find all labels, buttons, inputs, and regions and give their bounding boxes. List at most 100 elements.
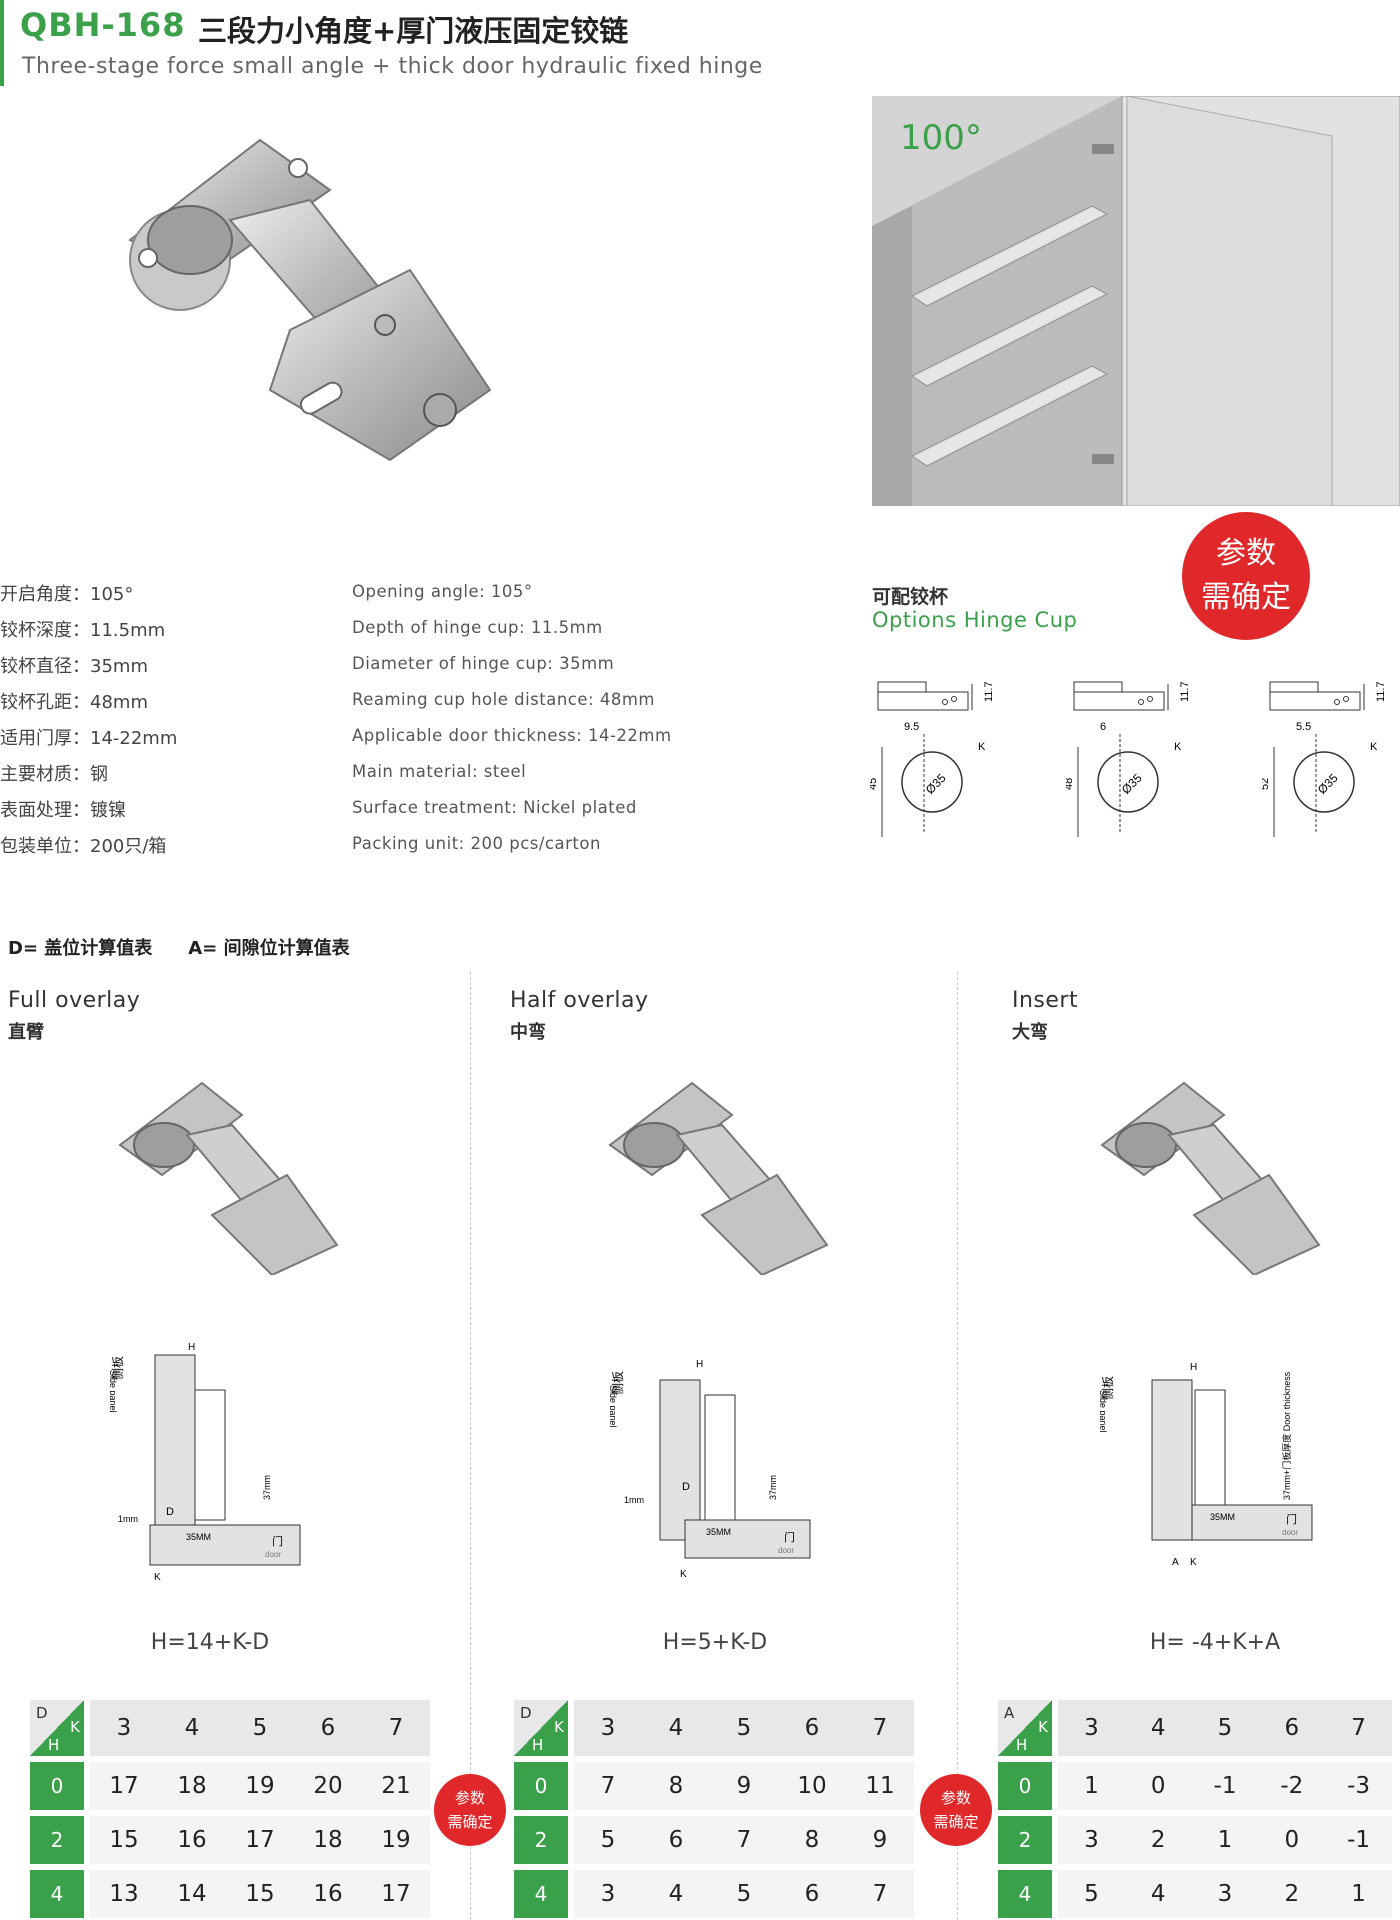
product-title-cn: 三段力小角度+厚门液压固定铰链 bbox=[198, 14, 629, 48]
spec-en: Depth of hinge cup: 11.5mm bbox=[352, 618, 603, 637]
cup-diagrams: 11.7 9.5 Ø35 K 45 11.7 6 Ø35 K 48 11.7 5… bbox=[870, 672, 1390, 852]
svg-text:Side panel: Side panel bbox=[1100, 1390, 1108, 1433]
overlay-type-en: Insert bbox=[1012, 988, 1079, 1013]
svg-text:侧板: 侧板 bbox=[1101, 1376, 1115, 1400]
overlay-type-cn: 大弯 bbox=[1012, 1022, 1048, 1043]
svg-text:门: 门 bbox=[784, 1530, 795, 1544]
svg-text:K: K bbox=[978, 741, 986, 753]
spec-cn: 铰杯深度：11.5mm bbox=[0, 620, 166, 641]
svg-text:门: 门 bbox=[1286, 1512, 1297, 1526]
svg-text:Side panel: Side panel bbox=[110, 1370, 118, 1413]
cup-options-title-cn: 可配铰杯 bbox=[872, 586, 949, 608]
half-overlay-diagram: 侧板 Side panel H D 1mm 35MM 37mm 门 door K bbox=[610, 1359, 811, 1580]
overlay-type-cn: 直臂 bbox=[8, 1022, 44, 1043]
spec-cn: 开启角度：105° bbox=[0, 584, 134, 605]
svg-text:37mm: 37mm bbox=[768, 1475, 778, 1500]
spec-cn: 适用门厚：14-22mm bbox=[0, 728, 178, 749]
svg-text:K: K bbox=[680, 1569, 687, 1580]
spec-cn: 主要材质：钢 bbox=[0, 764, 108, 785]
svg-text:门: 门 bbox=[272, 1534, 283, 1548]
hinge-product-image bbox=[128, 138, 492, 462]
svg-text:D: D bbox=[682, 1481, 690, 1493]
spec-cn: 铰杯孔距：48mm bbox=[0, 692, 148, 713]
calc-table-title: D= 盖位计算值表 A= 间隙位计算值表 bbox=[8, 938, 350, 959]
full-overlay-diagram: 侧板 Side panel H D 1mm 35MM 37mm 门 door K bbox=[110, 1342, 301, 1583]
cup-options-title-en: Options Hinge Cup bbox=[872, 608, 1078, 632]
cup-diagram-2: 11.7 6 Ø35 K 48 bbox=[1066, 681, 1191, 837]
svg-text:45: 45 bbox=[870, 778, 879, 790]
spec-en: Diameter of hinge cup: 35mm bbox=[352, 654, 615, 673]
opening-angle-label: 100° bbox=[900, 118, 982, 158]
svg-text:door: door bbox=[265, 1550, 281, 1559]
spec-cn: 包装单位：200只/箱 bbox=[0, 836, 167, 857]
svg-text:Ø35: Ø35 bbox=[1119, 771, 1145, 797]
spec-en: Opening angle: 105° bbox=[352, 582, 533, 601]
svg-text:6: 6 bbox=[1100, 721, 1106, 733]
spec-en: Applicable door thickness: 14-22mm bbox=[352, 726, 672, 745]
cup-diagram-1: 11.7 9.5 Ø35 K 45 bbox=[870, 681, 995, 837]
product-title-en: Three-stage force small angle + thick do… bbox=[22, 54, 763, 79]
full-overlay-hinge-image bbox=[118, 1081, 339, 1275]
parameter-confirm-badge-small: 参数需确定 bbox=[920, 1774, 992, 1846]
overlay-type-en: Half overlay bbox=[510, 988, 649, 1013]
cabinet-installation-image bbox=[872, 96, 1400, 506]
specs-cn-list: 开启角度：105° 铰杯深度：11.5mm 铰杯直径：35mm 铰杯孔距：48m… bbox=[0, 580, 177, 868]
svg-text:1mm: 1mm bbox=[624, 1495, 644, 1505]
svg-text:5.5: 5.5 bbox=[1296, 721, 1311, 733]
svg-text:D: D bbox=[166, 1506, 174, 1518]
parameter-confirm-badge: 参数 需确定 bbox=[1182, 512, 1310, 640]
spec-en: Packing unit: 200 pcs/carton bbox=[352, 834, 601, 853]
overlay-type-en: Full overlay bbox=[8, 988, 141, 1013]
overlay-formula: H=5+K-D bbox=[662, 1630, 768, 1655]
svg-text:35MM: 35MM bbox=[706, 1527, 731, 1537]
column-divider bbox=[957, 972, 958, 1920]
spec-en: Main material: steel bbox=[352, 762, 527, 781]
svg-text:37mm: 37mm bbox=[262, 1475, 272, 1500]
overlay-formula: H= -4+K+A bbox=[1149, 1630, 1281, 1655]
svg-text:door: door bbox=[778, 1546, 794, 1555]
svg-text:侧板: 侧板 bbox=[111, 1356, 125, 1380]
svg-text:K: K bbox=[1370, 741, 1378, 753]
svg-text:door: door bbox=[1282, 1528, 1298, 1537]
svg-text:侧板: 侧板 bbox=[611, 1371, 625, 1395]
spec-en: Surface treatment: Nickel plated bbox=[352, 798, 637, 817]
svg-text:A: A bbox=[1172, 1557, 1179, 1568]
table-corner: D K H bbox=[30, 1700, 84, 1756]
svg-text:1mm: 1mm bbox=[118, 1514, 138, 1524]
svg-text:11.7: 11.7 bbox=[1179, 681, 1191, 702]
svg-text:52: 52 bbox=[1262, 778, 1271, 790]
svg-text:35MM: 35MM bbox=[1210, 1512, 1235, 1522]
table-corner: D K H bbox=[514, 1700, 568, 1756]
svg-text:Ø35: Ø35 bbox=[923, 771, 949, 797]
half-overlay-hinge-image bbox=[608, 1081, 829, 1275]
spec-en: Reaming cup hole distance: 48mm bbox=[352, 690, 655, 709]
svg-text:48: 48 bbox=[1066, 778, 1075, 790]
svg-text:Side panel: Side panel bbox=[610, 1385, 618, 1428]
column-divider bbox=[470, 972, 471, 1920]
svg-text:K: K bbox=[1174, 741, 1182, 753]
spec-cn: 铰杯直径：35mm bbox=[0, 656, 148, 677]
svg-text:H: H bbox=[188, 1342, 195, 1353]
svg-text:37mm+门板厚度 Door thickness: 37mm+门板厚度 Door thickness bbox=[1281, 1371, 1292, 1500]
header-accent-bar bbox=[0, 0, 4, 86]
svg-text:Ø35: Ø35 bbox=[1315, 771, 1341, 797]
parameter-confirm-badge-small: 参数需确定 bbox=[434, 1774, 506, 1846]
specs-en-list: Opening angle: 105° Depth of hinge cup: … bbox=[352, 582, 672, 870]
svg-text:35MM: 35MM bbox=[186, 1532, 211, 1542]
overlay-type-cn: 中弯 bbox=[510, 1022, 546, 1043]
svg-text:K: K bbox=[1190, 1557, 1197, 1568]
svg-text:H: H bbox=[696, 1359, 703, 1370]
